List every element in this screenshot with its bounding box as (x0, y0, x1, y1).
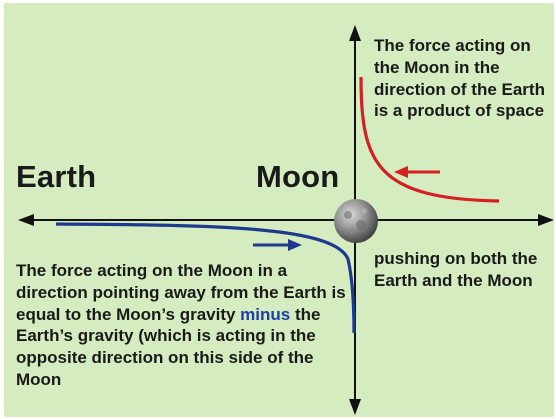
blue-arrow-head (288, 239, 302, 251)
minus-highlight: minus (240, 305, 290, 324)
earth-label: Earth (16, 159, 96, 195)
red-arrow-head (394, 166, 408, 178)
pushing-caption: pushing on both the Earth and the Moon (374, 248, 550, 292)
away-force-caption: The force acting on the Moon in a direct… (16, 260, 361, 391)
axis-arrow-down (349, 399, 361, 415)
diagram-panel: Earth Moon The force acting on the Moon … (4, 3, 554, 417)
axis-arrow-left (18, 214, 34, 226)
moon-image (334, 199, 378, 243)
axis-arrow-up (349, 25, 361, 41)
space-force-caption: The force acting on the Moon in the dire… (374, 35, 554, 122)
axis-arrow-right (538, 214, 554, 226)
moon-label: Moon (256, 159, 339, 195)
